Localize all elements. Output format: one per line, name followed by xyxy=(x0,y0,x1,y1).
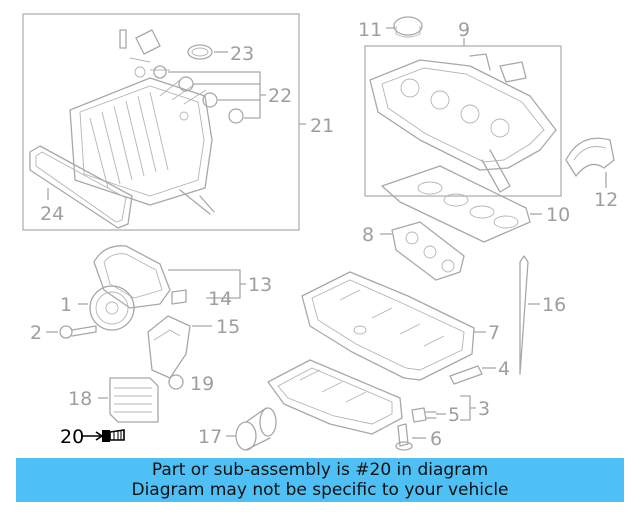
dipstick-16-drawing xyxy=(519,255,529,375)
callout-12: 12 xyxy=(594,189,618,211)
callout-9: 9 xyxy=(458,19,470,41)
callout-11: 11 xyxy=(358,19,382,41)
sensor-5-drawing xyxy=(411,407,437,423)
housing-15-drawing xyxy=(147,315,191,379)
seal-14-drawing xyxy=(171,289,187,305)
lower-oil-pan-3-drawing xyxy=(267,359,403,435)
group-box-9 xyxy=(364,45,562,197)
callout-10: 10 xyxy=(546,204,570,226)
callout-6: 6 xyxy=(430,428,442,450)
callout-8: 8 xyxy=(362,224,374,246)
callout-4: 4 xyxy=(498,358,510,380)
banner-line-2: Diagram may not be specific to your vehi… xyxy=(131,480,509,500)
exhaust-gasket-8-drawing xyxy=(391,221,465,281)
upper-oil-pan-7-drawing xyxy=(301,271,475,381)
pulley-1-drawing xyxy=(89,285,135,331)
timing-cover-12-drawing xyxy=(565,137,615,177)
oil-cooler-18-drawing xyxy=(109,377,159,423)
intake-manifold-drawing xyxy=(69,29,215,215)
seal-23-drawing xyxy=(187,44,213,60)
callout-19: 19 xyxy=(190,373,214,395)
seal-19-drawing xyxy=(168,374,184,390)
callout-15: 15 xyxy=(216,316,240,338)
group-box-21 xyxy=(22,13,300,231)
callout-14: 14 xyxy=(208,288,232,310)
callout-7: 7 xyxy=(488,322,500,344)
callout-20[interactable]: 20 xyxy=(60,426,84,448)
callout-24: 24 xyxy=(40,203,64,225)
head-gasket-10-drawing xyxy=(381,165,531,243)
info-banner: Part or sub-assembly is #20 in diagram D… xyxy=(16,458,624,502)
callout-18: 18 xyxy=(68,388,92,410)
valve-cover-drawing xyxy=(369,53,557,193)
seals-22-drawing xyxy=(153,65,244,124)
callout-16: 16 xyxy=(542,294,566,316)
bolt-2-drawing xyxy=(59,325,97,339)
callout-2: 2 xyxy=(30,322,42,344)
oil-filter-17-drawing xyxy=(235,407,277,451)
gasket-24-drawing xyxy=(29,145,133,229)
callout-13: 13 xyxy=(248,274,272,296)
callout-1: 1 xyxy=(60,294,72,316)
cover-13-drawing xyxy=(93,245,171,309)
callout-22: 22 xyxy=(268,85,292,107)
bolt-20-drawing xyxy=(82,429,125,442)
callout-17: 17 xyxy=(198,426,222,448)
banner-line-1: Part or sub-assembly is #20 in diagram xyxy=(151,460,489,480)
callout-3: 3 xyxy=(478,398,490,420)
sensor-4-drawing xyxy=(449,365,483,385)
oil-filler-cap-11-drawing xyxy=(393,16,423,38)
drain-plug-6-drawing xyxy=(395,423,413,451)
callout-21: 21 xyxy=(310,115,334,137)
callout-23: 23 xyxy=(230,43,254,65)
callout-5: 5 xyxy=(448,404,460,426)
